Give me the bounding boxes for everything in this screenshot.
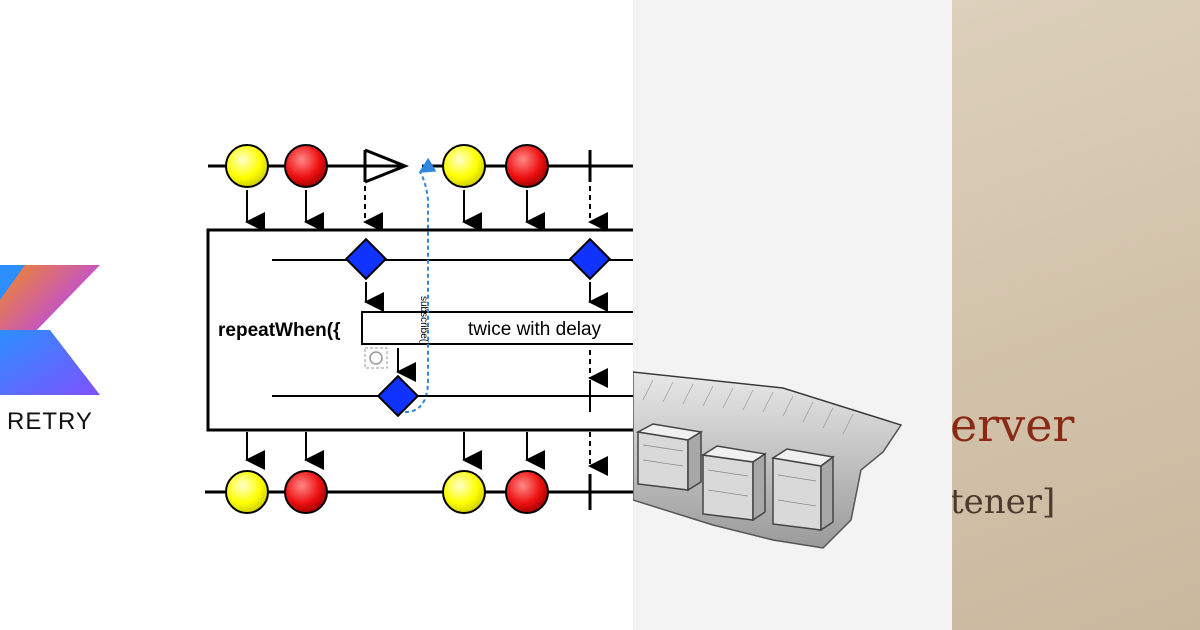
logo-panel: RETRY: [0, 0, 200, 630]
subscribe-label: subscribe(): [418, 296, 429, 345]
clock-icon: [369, 351, 383, 365]
sketch-panel: [633, 0, 952, 630]
subscribe-arrow: [404, 157, 437, 413]
retry-label: RETRY: [7, 408, 93, 435]
delayed-timeline: [272, 348, 633, 418]
marble-diagram-panel: repeatWhen({ twice with delay subscribe(…: [200, 0, 633, 630]
paper-subtitle: tener]: [952, 482, 1056, 522]
paper-title: erver: [952, 398, 1075, 452]
operator-label: repeatWhen({: [218, 320, 340, 341]
result-timeline: [205, 470, 633, 514]
lego-brick-sketch-icon: [633, 371, 903, 549]
notification-timeline: [272, 237, 633, 312]
repeatwhen-marble-diagram: repeatWhen({ twice with delay subscribe(…: [205, 144, 633, 514]
handler-label: twice with delay: [468, 319, 602, 340]
kotlin-logo-icon: [0, 265, 100, 395]
handler-box: [361, 311, 633, 369]
paper-panel: erver tener]: [952, 0, 1200, 630]
input-arrows: [245, 186, 608, 232]
source-timeline: [208, 144, 633, 188]
output-arrows: [245, 432, 608, 476]
